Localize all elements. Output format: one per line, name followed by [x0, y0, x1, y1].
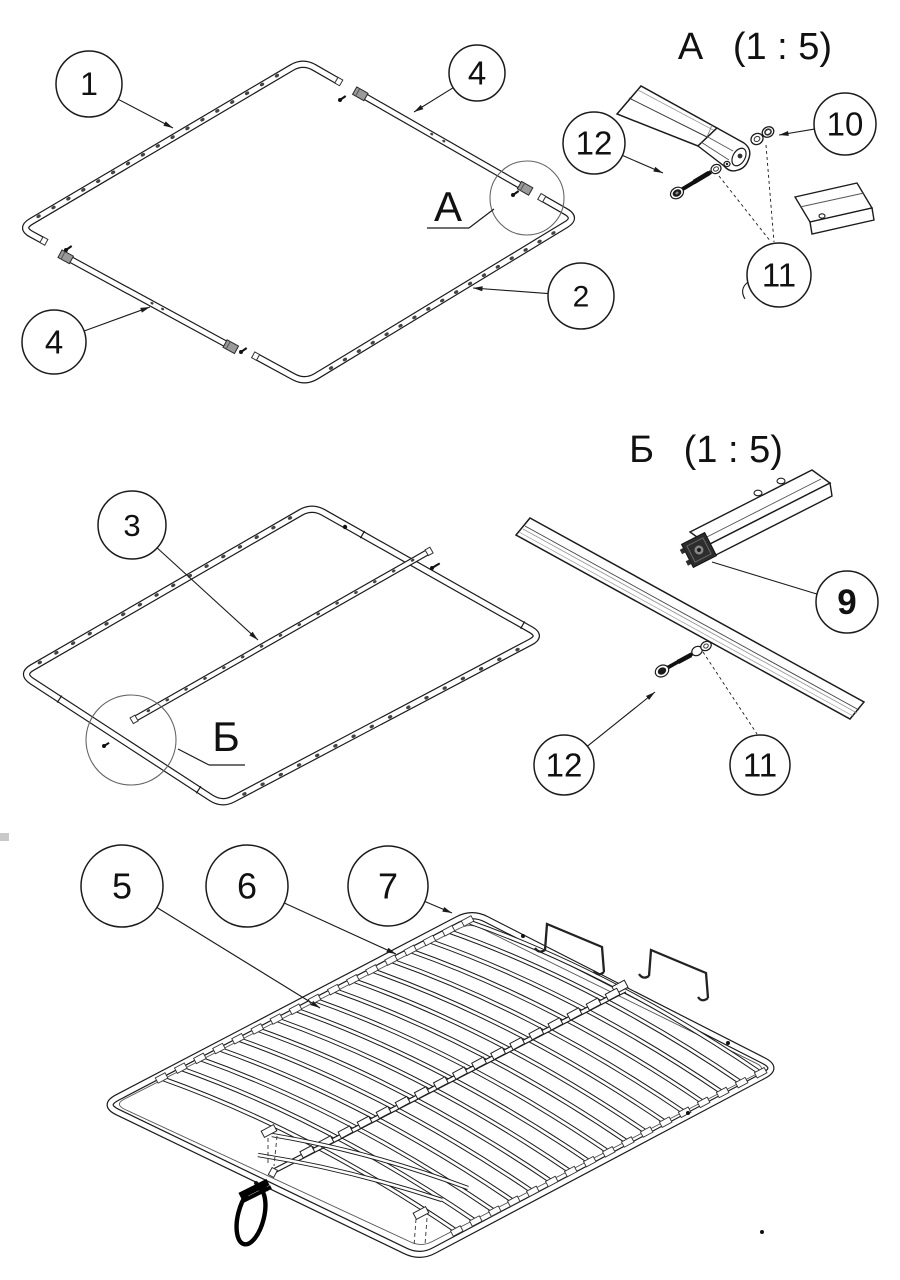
svg-text:12: 12	[576, 125, 613, 162]
svg-text:7: 7	[378, 866, 398, 907]
svg-text:12: 12	[546, 747, 583, 784]
svg-text:1: 1	[80, 66, 98, 102]
svg-text:5: 5	[112, 866, 132, 907]
svg-text:4: 4	[45, 324, 63, 361]
svg-text:Б: Б	[212, 713, 240, 760]
svg-text:10: 10	[827, 106, 864, 143]
svg-text:11: 11	[743, 747, 777, 784]
svg-text:Б (1 : 5): Б (1 : 5)	[629, 429, 783, 471]
svg-text:А: А	[434, 183, 462, 230]
svg-text:А (1 : 5): А (1 : 5)	[678, 26, 832, 68]
svg-text:4: 4	[468, 55, 486, 92]
svg-text:11: 11	[762, 257, 796, 294]
svg-text:3: 3	[123, 508, 140, 543]
svg-text:6: 6	[237, 866, 257, 907]
svg-text:2: 2	[573, 281, 590, 314]
svg-text:9: 9	[837, 583, 856, 622]
